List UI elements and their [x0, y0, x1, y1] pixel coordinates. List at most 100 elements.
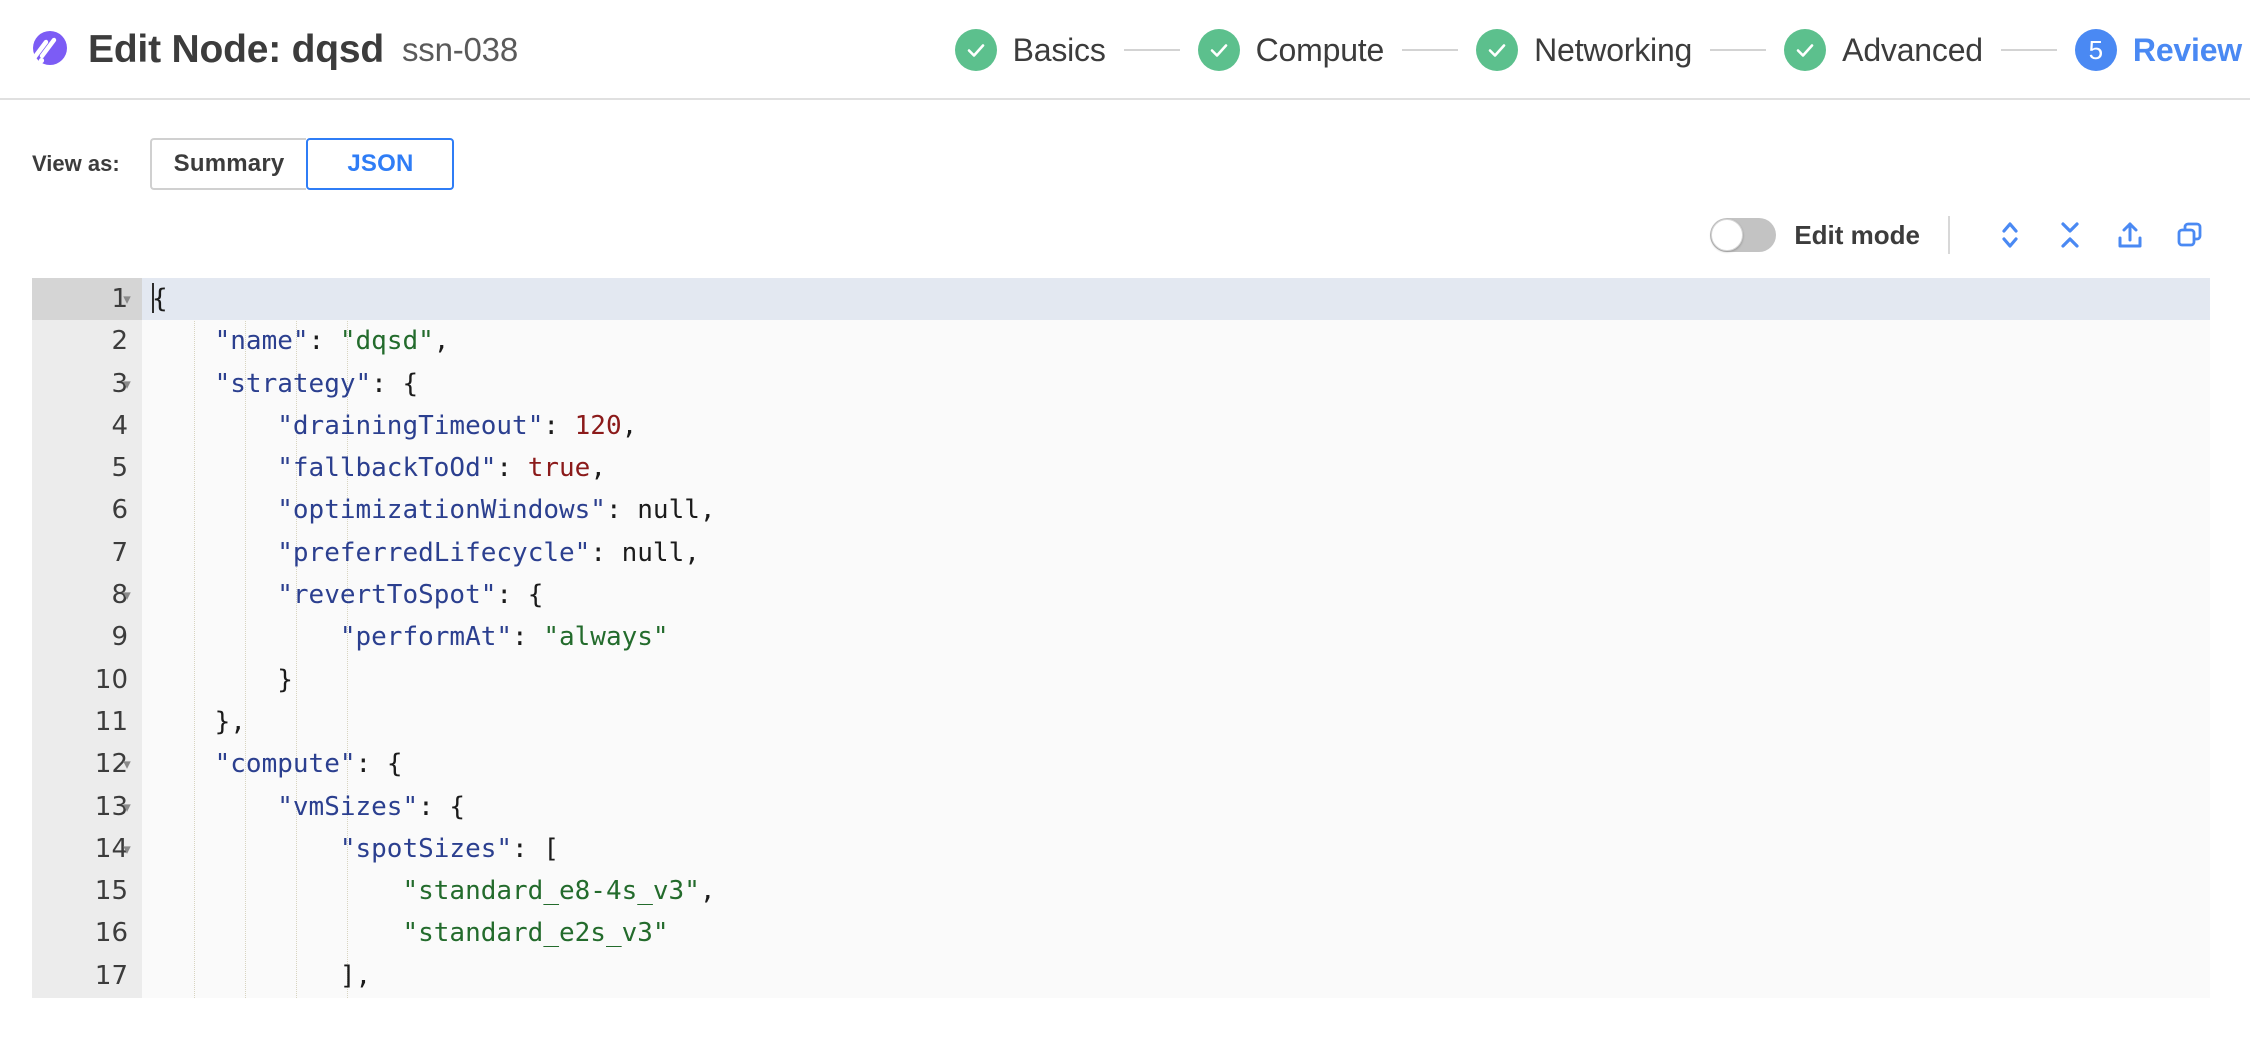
code-line[interactable]: "standard_e8-4s_v3",	[142, 870, 2210, 912]
check-icon	[1784, 29, 1827, 71]
line-number: 11	[94, 706, 128, 737]
code-line[interactable]: "revertToSpot": {	[142, 574, 2210, 616]
fold-toggle-icon[interactable]: ▾	[123, 586, 131, 605]
step-label-compute: Compute	[1255, 31, 1385, 68]
step-label-networking: Networking	[1534, 31, 1693, 68]
token-p: {	[152, 284, 168, 314]
fold-toggle-icon[interactable]: ▾	[123, 755, 131, 774]
line-number: 4	[111, 410, 128, 441]
code-area[interactable]: { "name": "dqsd", "strategy": { "drainin…	[142, 278, 2210, 998]
code-line[interactable]: }	[142, 659, 2210, 701]
token-k: "name"	[214, 326, 309, 357]
line-number: 7	[111, 537, 128, 568]
line-number: 14▾	[32, 828, 142, 870]
token-p: ,	[621, 410, 638, 441]
toggle-switch-icon[interactable]	[1710, 218, 1777, 252]
token-k: "revertToSpot"	[277, 580, 497, 611]
code-line[interactable]: "standard_e2s_v3"	[142, 912, 2210, 954]
token-p: :	[496, 453, 528, 484]
token-p: :	[543, 410, 575, 441]
code-line[interactable]: {	[142, 278, 2210, 321]
line-number: 16	[94, 918, 128, 949]
step-number: 5	[2088, 35, 2104, 65]
step-connector	[1123, 49, 1180, 51]
token-k: "compute"	[214, 749, 356, 780]
token-p: ,	[433, 326, 450, 357]
token-n: 120	[574, 410, 622, 441]
token-s: "dqsd"	[339, 326, 434, 357]
step-review[interactable]: 5 Review	[2074, 29, 2242, 71]
line-number: 1▾	[32, 278, 142, 321]
token-p: : {	[371, 368, 419, 399]
step-connector	[2000, 49, 2057, 51]
token-p: : [	[512, 833, 559, 864]
step-advanced[interactable]: Advanced	[1784, 29, 1983, 71]
code-line[interactable]: "spotSizes": [	[142, 828, 2210, 870]
check-icon	[954, 29, 997, 71]
token-p: }	[277, 664, 293, 695]
line-number: 13▾	[32, 786, 142, 828]
line-number: 15	[94, 876, 128, 907]
view-as-label: View as:	[32, 151, 120, 176]
token-p: ,	[684, 537, 700, 568]
line-number: 3▾	[32, 363, 142, 405]
check-icon	[1197, 29, 1240, 71]
code-line[interactable]: "preferredLifecycle": null,	[142, 532, 2210, 574]
edit-mode-label: Edit mode	[1794, 219, 1920, 250]
view-as-toggle-group[interactable]: Summary JSON	[149, 138, 455, 190]
line-number: 5	[111, 453, 128, 484]
wizard-stepper: Basics Compute Networking Advanced	[940, 0, 2250, 98]
step-basics[interactable]: Basics	[954, 29, 1106, 71]
view-as-json-button[interactable]: JSON	[306, 138, 455, 190]
token-k: "fallbackToOd"	[277, 453, 497, 484]
fold-toggle-icon[interactable]: ▾	[123, 290, 131, 308]
token-p: :	[512, 622, 544, 653]
token-k: "strategy"	[214, 368, 372, 399]
code-line[interactable]: "fallbackToOd": true,	[142, 447, 2210, 489]
token-k: "performAt"	[339, 622, 513, 653]
step-number-badge: 5	[2074, 29, 2117, 71]
code-line[interactable]: "name": "dqsd",	[142, 320, 2210, 362]
editor-toolbar: Edit mode	[0, 192, 2250, 278]
step-label-review: Review	[2132, 31, 2242, 68]
step-label-advanced: Advanced	[1842, 31, 1983, 68]
token-p: ,	[699, 495, 716, 526]
edit-mode-toggle[interactable]: Edit mode	[1710, 218, 1920, 252]
step-connector	[1710, 49, 1767, 51]
step-compute[interactable]: Compute	[1197, 29, 1385, 71]
token-s: "standard_e8-4s_v3"	[402, 876, 700, 907]
export-icon[interactable]	[2102, 211, 2158, 259]
fold-toggle-icon[interactable]: ▾	[123, 839, 131, 858]
code-line[interactable]: "optimizationWindows": null,	[142, 489, 2210, 531]
line-number: 17	[94, 960, 128, 991]
app-header: Edit Node: dqsd ssn-038 Basics Compute N…	[0, 0, 2250, 100]
step-connector	[1402, 49, 1459, 51]
token-p: : {	[355, 749, 403, 780]
code-line[interactable]: "performAt": "always"	[142, 616, 2210, 658]
token-k: "spotSizes"	[339, 833, 513, 864]
token-k: "drainingTimeout"	[277, 410, 544, 441]
code-line[interactable]: "drainingTimeout": 120,	[142, 405, 2210, 447]
code-line[interactable]: "compute": {	[142, 743, 2210, 785]
line-number: 2	[111, 326, 128, 357]
line-number: 8▾	[32, 574, 142, 616]
collapse-all-icon[interactable]	[2042, 211, 2098, 259]
code-line[interactable]: ],	[142, 955, 2210, 997]
fold-toggle-icon[interactable]: ▾	[123, 374, 131, 393]
view-as-summary-button[interactable]: Summary	[149, 138, 307, 190]
code-line[interactable]: "vmSizes": {	[142, 786, 2210, 828]
token-nul: null	[637, 495, 700, 526]
token-nul: null	[621, 537, 685, 568]
token-s: "standard_e2s_v3"	[402, 918, 669, 949]
step-networking[interactable]: Networking	[1476, 29, 1692, 71]
code-line[interactable]: },	[142, 701, 2210, 743]
token-p: ,	[699, 876, 716, 907]
fold-toggle-icon[interactable]: ▾	[123, 797, 131, 816]
code-line[interactable]: "strategy": {	[142, 363, 2210, 405]
token-p: : {	[418, 791, 466, 822]
copy-icon[interactable]	[2162, 211, 2218, 259]
token-p: ],	[339, 960, 372, 991]
expand-all-icon[interactable]	[1982, 211, 2038, 259]
